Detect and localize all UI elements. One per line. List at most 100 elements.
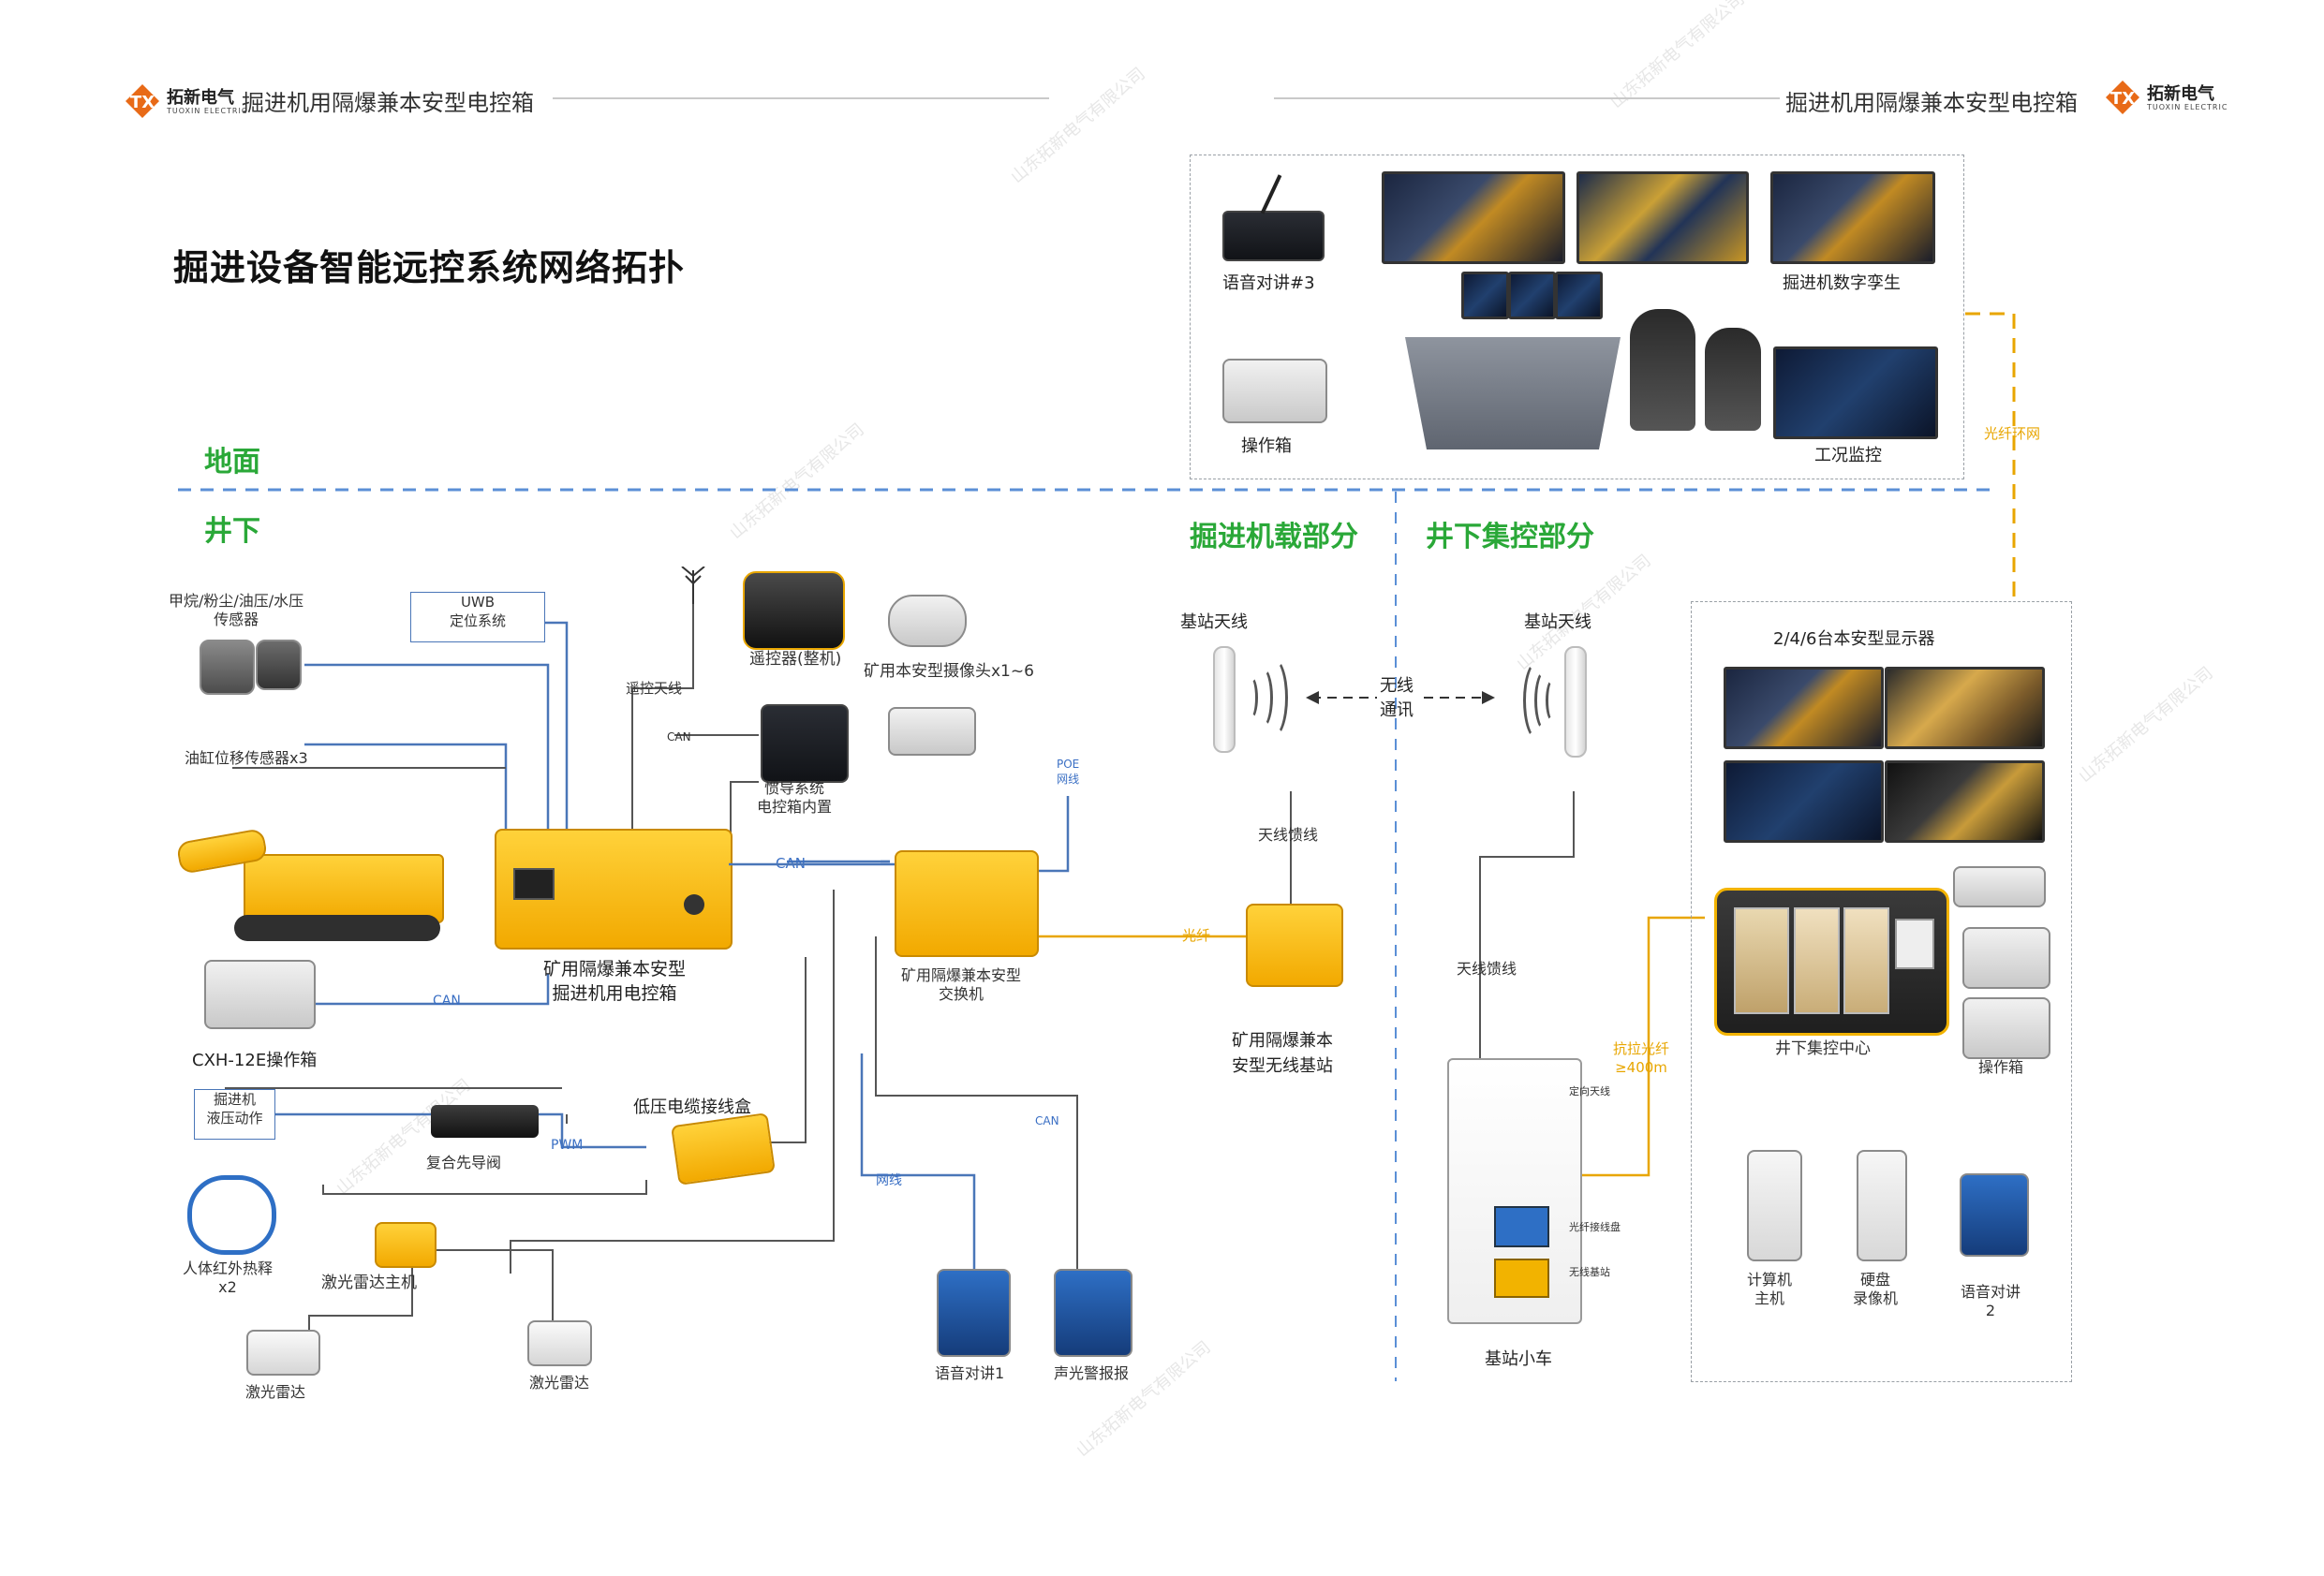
cart-label-directional-antenna: 定向天线 [1569,1085,1610,1097]
zone-central-part: 井下集控部分 [1426,521,1594,553]
digital-twin-label: 掘进机数字孪生 [1783,273,1901,293]
wireless-base-station [1246,904,1343,987]
inertial-nav-device [761,704,849,783]
intercom-1-label: 语音对讲1 [935,1364,1005,1382]
base-station-label: 矿用隔爆兼本 安型无线基站 [1232,1031,1333,1076]
computer-host-device [1747,1150,1802,1261]
display-2 [1885,667,2045,749]
net-label: 网线 [876,1173,902,1188]
mining-camera-2 [888,707,976,756]
zone-machine-part: 掘进机载部分 [1190,521,1358,553]
controller-display-icon [513,868,555,900]
explosion-proof-controller [495,829,733,950]
office-chair [1630,309,1695,431]
remote-antenna-label: 遥控天线 [626,680,683,697]
intercom-2-device [1960,1173,2029,1257]
camera-device [888,595,967,647]
lidar-host-label: 激光雷达主机 [321,1274,417,1292]
display-4 [1885,760,2045,843]
pilot-valve-label: 复合先导阀 [426,1154,502,1171]
antenna-right-device [1564,646,1587,758]
cart-label-base-station: 无线基站 [1569,1266,1610,1278]
base-station-cart [1447,1058,1582,1324]
central-camera [1953,866,2046,907]
poe-label: POE 网线 [1057,758,1080,786]
can-label-3: CAN [433,994,461,1009]
central-op-box-2 [1962,997,2050,1059]
intercom-3-device [1222,211,1325,261]
inertial-nav-label: 惯导系统 电控箱内置 [757,779,833,816]
camera-label: 矿用本安型摄像头x1~6 [864,662,1034,681]
lidar-host-device [375,1222,437,1268]
condition-monitor-screen [1773,346,1938,439]
page-title: 掘进设备智能远控系统网络拓扑 [173,247,686,288]
uwb-system: UWB 定位系统 [410,592,545,642]
pir-sensor-device [187,1175,276,1255]
antenna-left-device [1213,646,1236,753]
pir-sensor-label: 人体红外热释 x2 [183,1259,274,1296]
brand-name-en: TUOXIN ELECTRIC [167,107,248,115]
desk-monitor-1 [1461,272,1509,319]
can-link-controller-switch [729,862,897,866]
control-cabin [1714,888,1949,1036]
svg-text:TX: TX [2110,89,2135,109]
intercom-2-label: 语音对讲 2 [1961,1283,2021,1319]
controller-knob-icon [684,894,704,915]
control-desk [1405,337,1621,449]
can-label-1: CAN [667,730,691,744]
header-rule-right [1274,97,1780,99]
zone-ground: 地面 [204,446,260,479]
display-3 [1724,760,1884,843]
logo-icon: TX [126,84,159,118]
pilot-valve-device [431,1105,539,1138]
controller-label: 矿用隔爆兼本安型 掘进机用电控箱 [543,959,687,1004]
remote-controller-label: 遥控器(整机) [749,650,842,669]
surveillance-screen-2 [1576,171,1749,264]
op-box-ground-label: 操作箱 [1241,436,1292,456]
lidar-device-2 [527,1320,592,1366]
brand-name-en: TUOXIN ELECTRIC [2147,103,2228,111]
intercom-1-device [937,1269,1011,1357]
header-title-left: 掘进机用隔爆兼本安型电控箱 [242,90,534,116]
logo-icon: TX [2106,81,2139,114]
brand-logo: TX 拓新电气 TUOXIN ELECTRIC [124,82,246,120]
fiber-label-machine: 光纤 [1182,927,1211,944]
antenna-left-label: 基站天线 [1180,612,1248,632]
antenna-right-label: 基站天线 [1524,612,1591,632]
condition-monitor-label: 工况监控 [1814,446,1882,465]
roadheader-machine [175,817,459,957]
signal-wave-icon [1523,660,1552,741]
computer-host-label: 计算机 主机 [1747,1271,1793,1307]
pwm-label: PWM [551,1138,584,1153]
nvr-label: 硬盘 录像机 [1853,1271,1899,1307]
can-label-4: CAN [1035,1114,1059,1127]
lidar-label-2: 激光雷达 [529,1374,590,1392]
alarm-label: 声光警报报 [1054,1364,1130,1382]
signal-wave-icon [1259,657,1288,738]
tensile-fiber-label: 抗拉光纤 ≥400m [1613,1040,1670,1076]
switch-label: 矿用隔爆兼本安型 交换机 [901,966,1022,1003]
cart-label-fiber-panel: 光纤接线盘 [1569,1221,1621,1233]
desk-monitor-3 [1555,272,1603,319]
digital-twin-screen [1770,171,1935,264]
nvr-device [1857,1150,1907,1261]
office-chair [1705,328,1761,431]
zone-underground: 井下 [204,515,260,548]
brand-logo-right: TX 拓新电气 TUOXIN ELECTRIC [2104,79,2227,116]
header-title-right: 掘进机用隔爆兼本安型电控箱 [1785,90,2078,116]
sensor-device-1 [200,640,255,695]
cxh-op-box [204,960,316,1029]
header-rule-left [553,97,1049,99]
lidar-label-1: 激光雷达 [245,1383,306,1401]
displays-label: 2/4/6台本安型显示器 [1773,629,1935,649]
central-op-box-label: 操作箱 [1978,1058,2024,1076]
cxh-op-box-label: CXH-12E操作箱 [192,1051,318,1070]
feeder-left-label: 天线馈线 [1258,826,1319,844]
op-box-ground [1222,359,1327,423]
central-op-box-1 [1962,927,2050,989]
wireless-comm-label: 无线 通讯 [1380,676,1414,720]
cylinder-sensor-label: 油缸位移传感器x3 [185,749,308,767]
surveillance-screen-1 [1382,171,1565,264]
explosion-proof-switch [895,850,1039,957]
display-1 [1724,667,1884,749]
